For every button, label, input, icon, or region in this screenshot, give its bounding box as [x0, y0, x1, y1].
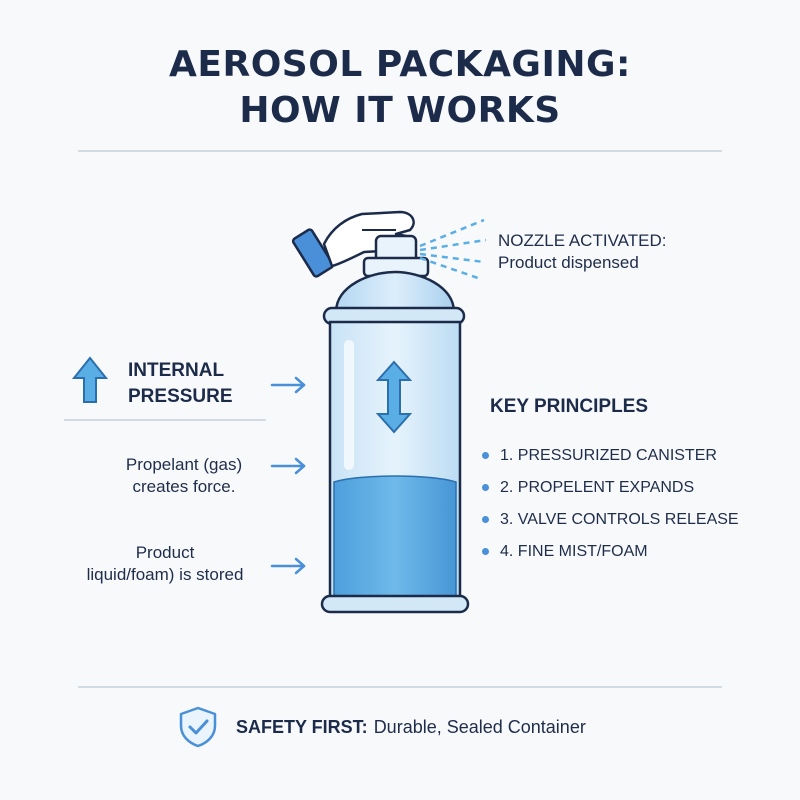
nozzle-callout-title: NOZZLE ACTIVATED:: [498, 231, 667, 250]
can-dome: [334, 270, 456, 314]
safety-banner: SAFETY FIRST: Durable, Sealed Container: [176, 705, 586, 749]
propellant-callout: Propelant (gas) creates force.: [96, 454, 272, 498]
safety-text: Durable, Sealed Container: [373, 716, 586, 737]
product-callout: Product liquid/foam) is stored: [52, 542, 278, 586]
propellant-callout-line-1: Propelant (gas): [125, 455, 243, 474]
shield-check-icon: [179, 706, 217, 748]
bullet-icon: [482, 484, 489, 491]
nozzle-actuator: [362, 234, 430, 278]
pressure-label-line-1: INTERNAL: [128, 360, 225, 381]
pressure-arrows-icon: [375, 360, 413, 434]
page-title: AEROSOL PACKAGING: HOW IT WORKS: [0, 42, 800, 134]
key-principles-title: KEY PRINCIPLES: [490, 396, 649, 417]
propellant-arrow-icon: [270, 457, 306, 475]
top-divider: [78, 150, 722, 152]
nozzle-callout: NOZZLE ACTIVATED: Product dispensed: [498, 230, 666, 274]
product-arrow-icon: [270, 557, 306, 575]
bottom-divider: [78, 686, 722, 688]
principle-item-label: 1. PRESSURIZED CANISTER: [500, 447, 717, 464]
safety-label: SAFETY FIRST:: [236, 716, 368, 737]
principle-item-label: 3. VALVE CONTROLS RELEASE: [500, 511, 739, 528]
product-callout-line-1: Product: [135, 543, 195, 562]
spray-mist-icon: [419, 218, 487, 280]
principle-item-label: 4. FINE MIST/FOAM: [500, 543, 648, 560]
title-line-1: AEROSOL PACKAGING:: [169, 44, 631, 85]
product-liquid: [333, 475, 457, 605]
principle-item: 1. PRESSURIZED CANISTER: [480, 444, 739, 476]
bullet-icon: [482, 452, 489, 459]
bullet-icon: [482, 548, 489, 555]
key-principles-list: 1. PRESSURIZED CANISTER 2. PROPELENT EXP…: [480, 444, 739, 572]
product-callout-line-2: liquid/foam) is stored: [86, 565, 244, 584]
principle-item: 2. PROPELENT EXPANDS: [480, 476, 739, 508]
can-bottom-rim: [320, 594, 470, 614]
up-arrow-icon: [71, 356, 109, 403]
principle-item: 4. FINE MIST/FOAM: [480, 540, 739, 572]
pressure-arrow-icon: [270, 376, 306, 394]
hand-icon: [291, 210, 415, 278]
internal-pressure-label: INTERNAL PRESSURE: [128, 358, 233, 410]
pressure-label-line-2: PRESSURE: [128, 386, 233, 407]
principle-item: 3. VALVE CONTROLS RELEASE: [480, 508, 739, 540]
can-highlight: [344, 340, 354, 470]
propellant-callout-line-2: creates force.: [132, 477, 236, 496]
nozzle-callout-text: Product dispensed: [498, 253, 639, 272]
title-line-2: HOW IT WORKS: [239, 90, 561, 131]
principle-item-label: 2. PROPELENT EXPANDS: [500, 479, 695, 496]
bullet-icon: [482, 516, 489, 523]
